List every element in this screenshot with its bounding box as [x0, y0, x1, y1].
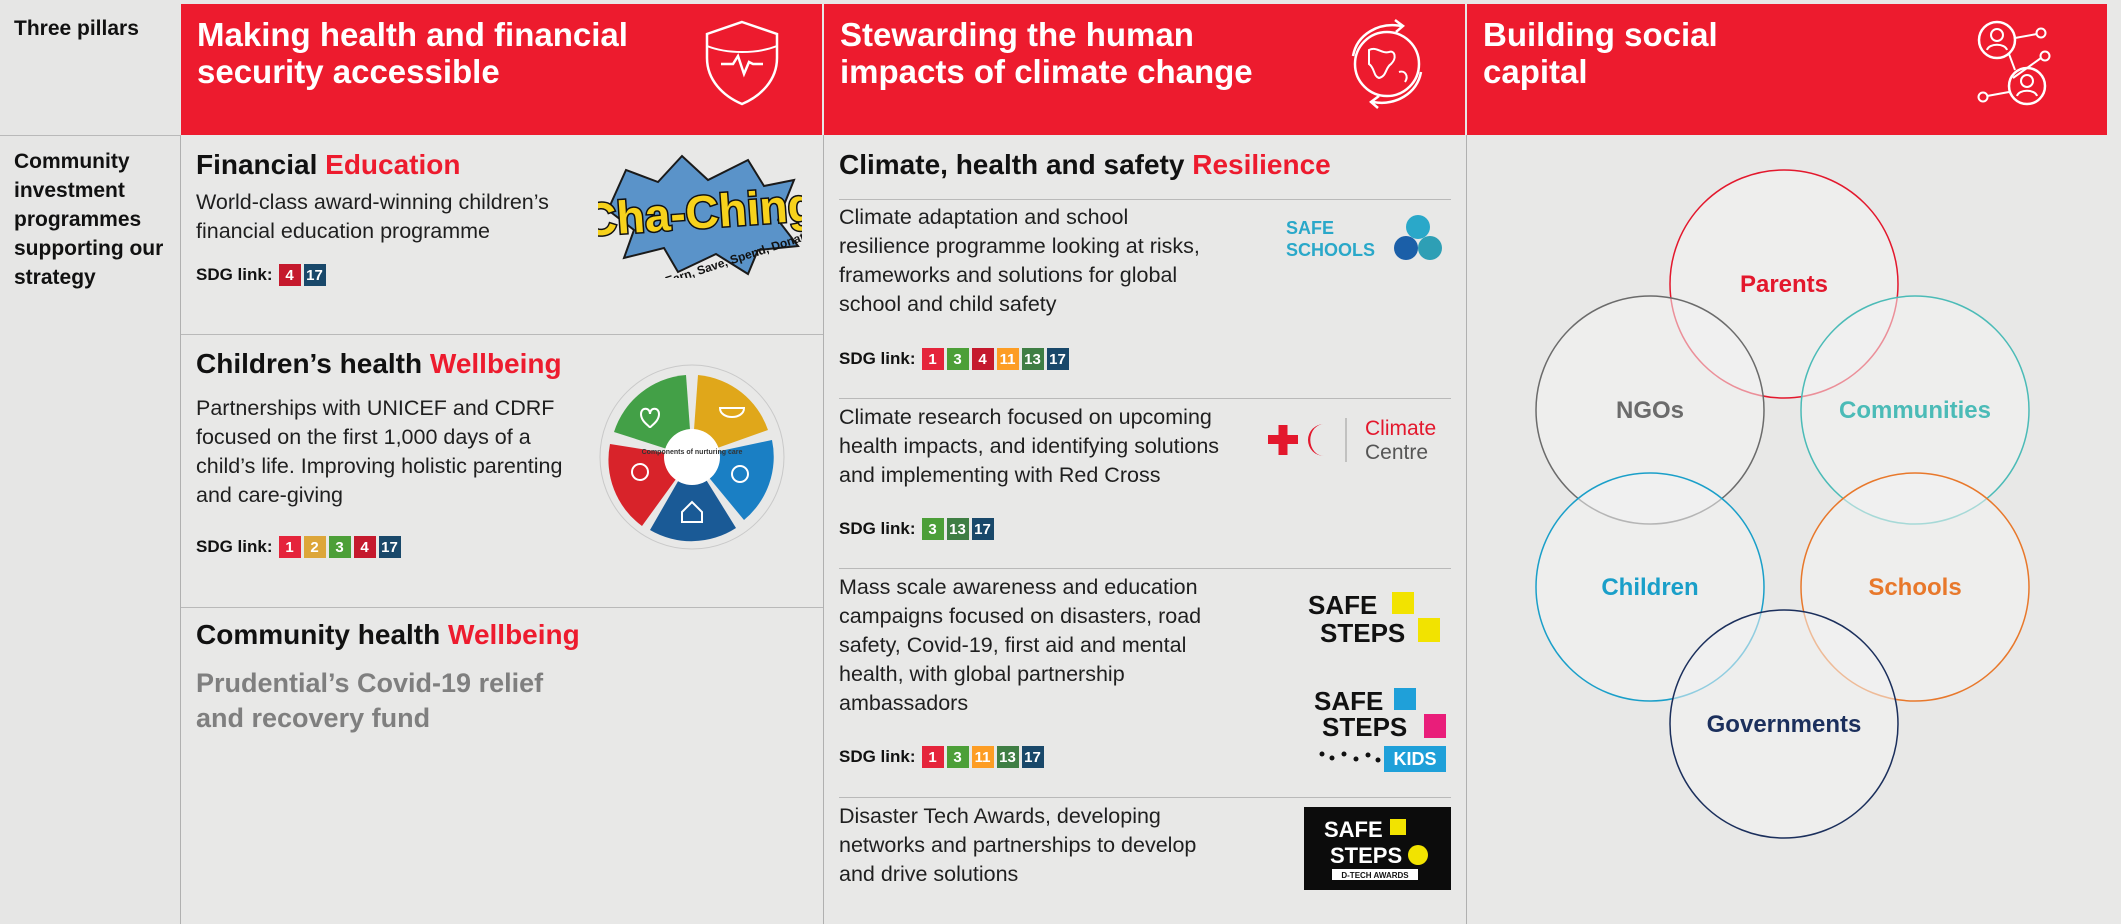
divider: [1466, 135, 1467, 924]
sdg-badge-11: 11: [971, 746, 994, 768]
pillar-title: Stewarding the human impacts of climate …: [840, 16, 1253, 90]
home-icon: [681, 500, 703, 523]
financial-education-text: World-class award-winning children’s fin…: [196, 190, 549, 243]
sdg-badge-3: 3: [921, 518, 944, 540]
safe-steps-kids-word1: SAFE: [1314, 686, 1383, 716]
covid-fund-subtitle: Prudential’s Covid-19 relief and recover…: [196, 668, 544, 733]
cha-ching-logo: Cha-Ching Earn, Save, Spend, Donate: [598, 154, 802, 278]
sdg-badge-3: 3: [946, 746, 969, 768]
sdg-badge-4: 4: [971, 348, 994, 370]
venn-label-children: Children: [1601, 574, 1698, 601]
sdg-badge-13: 13: [946, 518, 969, 540]
sdg-badge-17: 17: [1046, 348, 1069, 370]
safe-schools-text: Climate adaptation and school resilience…: [839, 205, 1200, 316]
pillar-climate: Stewarding the human impacts of climate …: [824, 4, 1465, 135]
sdg-badge-11: 11: [996, 348, 1019, 370]
programmes-label: Community investment programmes supporti…: [14, 150, 164, 289]
sdg-badge-1: 1: [278, 536, 301, 558]
safe-steps-dtech-logo: SAFE STEPS D-TECH AWARDS: [1304, 807, 1451, 890]
divider: [839, 398, 1451, 399]
safe-schools-word2: SCHOOLS: [1286, 240, 1375, 260]
safe-steps-text: Mass scale awareness and education campa…: [839, 575, 1202, 715]
climate-resilience-title: Climate, health and safety Resilience: [839, 149, 1331, 180]
climate-centre-word2: Centre: [1365, 441, 1428, 464]
globe-cycle-icon: [1351, 19, 1423, 109]
venn-circle-governments: [1669, 609, 1899, 839]
safe-steps-kids-badge: KIDS: [1393, 749, 1436, 769]
dtech-word2: STEPS: [1330, 843, 1402, 868]
sdg-badge-13: 13: [996, 746, 1019, 768]
divider: [180, 135, 181, 924]
divider: [839, 199, 1451, 200]
sdg-badge-17: 17: [303, 264, 326, 286]
climate-centre-logo: Climate Centre: [1268, 417, 1436, 464]
pillar-title: Building social capital: [1483, 16, 1718, 90]
safe-steps-logo: SAFE STEPS: [1308, 590, 1440, 648]
divider: [823, 135, 824, 924]
childrens-health-text: Partnerships with UNICEF and CDRF focuse…: [196, 396, 563, 507]
venn-label-parents: Parents: [1740, 271, 1828, 298]
left-label-column: [0, 0, 180, 924]
divider: [0, 135, 180, 136]
three-pillars-label: Three pillars: [14, 17, 139, 40]
safe-steps-word2: STEPS: [1320, 618, 1405, 648]
safe-steps-kids-word2: STEPS: [1322, 712, 1407, 742]
venn-label-schools: Schools: [1868, 574, 1961, 601]
dtech-word1: SAFE: [1324, 817, 1383, 842]
bowl-icon: [718, 407, 746, 418]
dtech-awards-label: D-TECH AWARDS: [1341, 871, 1409, 880]
childrens-health-title: Children’s health Wellbeing: [196, 348, 562, 379]
financial-education-title: Financial Education: [196, 149, 461, 180]
sdg-badge-13: 13: [1021, 348, 1044, 370]
safe-steps-word1: SAFE: [1308, 590, 1377, 620]
sdg-badge-3: 3: [946, 348, 969, 370]
mother-baby-icon: [631, 463, 649, 481]
divider: [839, 568, 1451, 569]
sdg-badge-3: 3: [328, 536, 351, 558]
heart-icon: [639, 407, 661, 429]
divider: [839, 797, 1451, 798]
climate-centre-word1: Climate: [1365, 417, 1436, 440]
divider: [181, 334, 823, 335]
divider: [181, 607, 823, 608]
safe-schools-logo: SAFE SCHOOLS: [1286, 215, 1442, 260]
climate-research-text: Climate research focused on upcoming hea…: [839, 405, 1220, 487]
venn-label-communities: Communities: [1839, 397, 1991, 424]
sdg-badge-17: 17: [971, 518, 994, 540]
parent-child-icon: [731, 465, 749, 483]
safe-steps-kids-logo: SAFE STEPS KIDS: [1314, 686, 1446, 772]
pillar-title: Making health and financial security acc…: [197, 16, 628, 90]
shield-heartbeat-icon: [705, 20, 779, 106]
people-network-icon: [1977, 20, 2051, 106]
venn-label-governments: Governments: [1707, 711, 1862, 738]
venn-label-ngos: NGOs: [1616, 397, 1684, 424]
sdg-badge-17: 17: [378, 536, 401, 558]
sdg-badge-4: 4: [353, 536, 376, 558]
community-health-title: Community health Wellbeing: [196, 619, 580, 650]
pillar-social-capital: Building social capital: [1467, 4, 2107, 135]
sdg-badge-1: 1: [921, 348, 944, 370]
pillar-health-financial: Making health and financial security acc…: [181, 4, 822, 135]
wheel-center-label: Components of nurturing care: [642, 449, 743, 456]
safe-schools-word1: SAFE: [1286, 218, 1334, 238]
sdg-badge-1: 1: [921, 746, 944, 768]
sdg-badge-17: 17: [1021, 746, 1044, 768]
disaster-tech-text: Disaster Tech Awards, developing network…: [839, 804, 1197, 886]
sdg-badge-4: 4: [278, 264, 301, 286]
sdg-badge-2: 2: [303, 536, 326, 558]
nurturing-care-wheel: Components of nurturing care: [599, 364, 785, 550]
